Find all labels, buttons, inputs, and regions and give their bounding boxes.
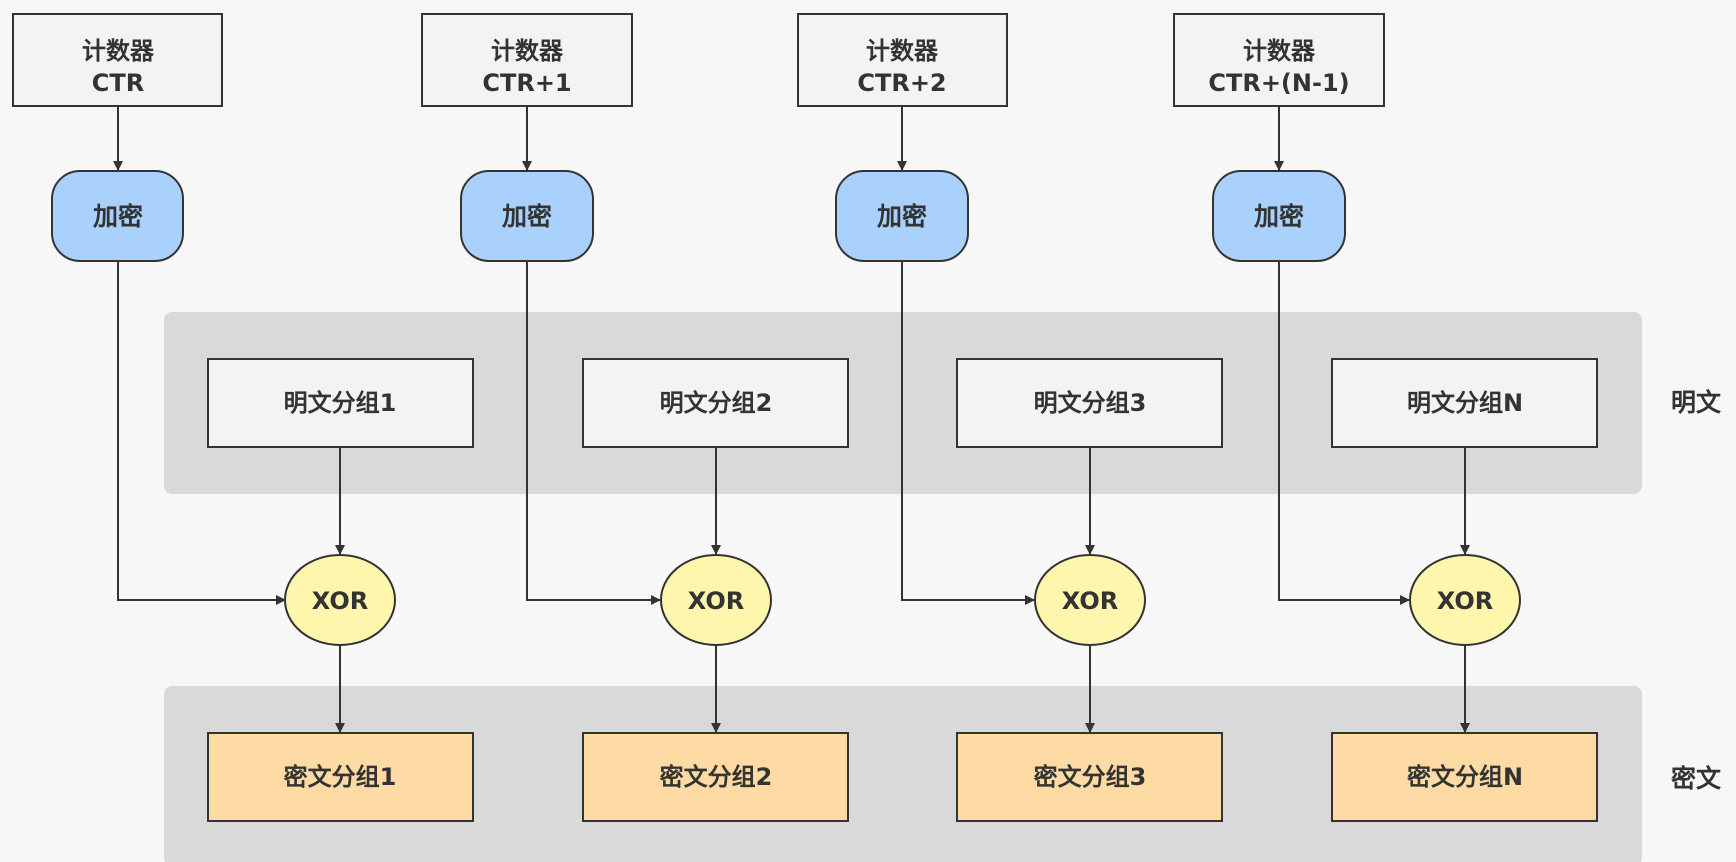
xor-node	[1034, 554, 1146, 646]
encrypt-label: 加密	[501, 202, 552, 231]
ciphertext-block-label: 密文分组1	[284, 763, 397, 791]
counter-title: 计数器	[1243, 37, 1316, 65]
xor-node	[660, 554, 772, 646]
ciphertext-block-label: 密文分组2	[660, 763, 773, 791]
plaintext-block	[956, 358, 1223, 448]
plaintext-block-label: 明文分组N	[1407, 389, 1523, 417]
encrypt-label: 加密	[1253, 202, 1304, 231]
counter-value: CTR	[92, 69, 144, 97]
ciphertext-block	[207, 732, 474, 822]
ciphertext-block	[1331, 732, 1598, 822]
counter-box	[797, 13, 1008, 107]
counter-box	[12, 13, 223, 107]
ciphertext-block	[582, 732, 849, 822]
keystream-to-xor-arrow	[1278, 261, 1410, 605]
encrypt-node	[460, 170, 594, 262]
xor-label: XOR	[1062, 587, 1119, 615]
counter-value: CTR+2	[857, 69, 946, 97]
counter-value: CTR+(N-1)	[1208, 69, 1349, 97]
counter-title: 计数器	[491, 37, 564, 65]
plaintext-block	[1331, 358, 1598, 448]
xor-label: XOR	[688, 587, 745, 615]
keystream-to-xor-arrow	[901, 261, 1035, 605]
plaintext-block	[207, 358, 474, 448]
xor-label: XOR	[1437, 587, 1494, 615]
xor-node	[284, 554, 396, 646]
encrypt-node	[835, 170, 969, 262]
counter-title: 计数器	[82, 37, 155, 65]
encrypt-node	[51, 170, 184, 262]
column-3: 计数器 CTR+2 加密 明文分组3 XOR 密文分组3	[797, 13, 1223, 822]
column-2: 计数器 CTR+1 加密 明文分组2 XOR 密文分组2	[421, 13, 849, 822]
plaintext-row-label: 明文	[1671, 388, 1722, 417]
ciphertext-block-label: 密文分组3	[1034, 763, 1147, 791]
ciphertext-row-label: 密文	[1671, 764, 1722, 793]
encrypt-label: 加密	[92, 202, 143, 231]
ciphertext-band	[164, 686, 1642, 862]
counter-title: 计数器	[866, 37, 939, 65]
encrypt-node	[1212, 170, 1346, 262]
encrypt-label: 加密	[876, 202, 927, 231]
plaintext-block-label: 明文分组2	[660, 389, 773, 417]
ciphertext-block	[956, 732, 1223, 822]
xor-node	[1409, 554, 1521, 646]
plaintext-block-label: 明文分组1	[284, 389, 397, 417]
keystream-to-xor-arrow	[117, 261, 286, 605]
plaintext-block	[582, 358, 849, 448]
plaintext-block-label: 明文分组3	[1034, 389, 1147, 417]
counter-box	[421, 13, 633, 107]
keystream-to-xor-arrow	[526, 261, 661, 605]
ciphertext-block-label: 密文分组N	[1407, 763, 1523, 791]
counter-box	[1173, 13, 1385, 107]
column-4: 计数器 CTR+(N-1) 加密 明文分组N XOR 密文分组N	[1173, 13, 1598, 822]
xor-label: XOR	[312, 587, 369, 615]
counter-value: CTR+1	[482, 69, 571, 97]
column-1: 计数器 CTR 加密 明文分组1 XOR 密文分组1	[12, 13, 474, 822]
